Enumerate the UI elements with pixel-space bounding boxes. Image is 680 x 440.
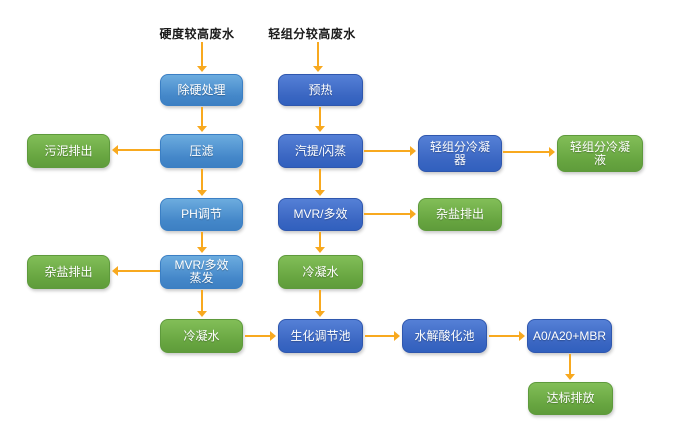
arrow-biotank-to-hydrolysis [365, 331, 400, 341]
node-sludge-discharge: 污泥排出 [27, 134, 110, 168]
label-hard-water-source: 硬度较高废水 [159, 27, 235, 41]
node-salt-discharge-right: 杂盐排出 [418, 198, 502, 231]
arrow-condenser-to-condensateliq [503, 147, 555, 157]
node-filter-press: 压滤 [160, 134, 243, 168]
arrow-source1-to-dehardening [197, 42, 207, 72]
node-standard-discharge: 达标排放 [528, 382, 613, 415]
node-stripping-flash: 汽提/闪蒸 [278, 134, 363, 168]
arrow-stripping-to-condenser [364, 146, 416, 156]
node-condensate-bottom: 冷凝水 [160, 319, 243, 353]
arrow-ph-to-evaporation [197, 232, 207, 253]
arrow-evaporation-to-condensate [197, 290, 207, 317]
arrow-evaporation-to-salt-left [112, 266, 160, 276]
arrow-mvr-to-salt-right [364, 209, 416, 219]
label-light-component-source: 轻组分较高废水 [268, 27, 356, 41]
node-preheat: 预热 [278, 74, 363, 106]
node-ph-adjust: PH调节 [160, 198, 243, 231]
node-mvr-multi-effect: MVR/多效 [278, 198, 363, 231]
node-mvr-evaporation: MVR/多效蒸发 [160, 255, 243, 289]
arrow-filter-to-ph [197, 169, 207, 196]
node-salt-discharge-left: 杂盐排出 [27, 255, 110, 289]
arrow-mvr-to-condensate [315, 232, 325, 253]
arrow-preheat-to-stripping [315, 107, 325, 132]
node-light-condensate: 轻组分冷凝液 [557, 135, 643, 172]
node-condensate-right: 冷凝水 [278, 255, 363, 289]
arrow-source2-to-preheat [313, 42, 323, 72]
arrow-condensate-to-biotank [315, 290, 325, 317]
node-light-condenser: 轻组分冷凝器 [418, 135, 502, 172]
arrow-condensate-to-biotank-h [245, 331, 276, 341]
node-hydrolysis-tank: 水解酸化池 [402, 319, 487, 353]
arrow-aombr-to-discharge [565, 354, 575, 380]
arrow-stripping-to-mvr [315, 169, 325, 196]
arrow-hydrolysis-to-aombr [489, 331, 525, 341]
node-dehardening: 除硬处理 [160, 74, 243, 106]
arrow-filter-to-sludge [112, 145, 160, 155]
node-bio-regulation-tank: 生化调节池 [278, 319, 363, 353]
arrow-dehardening-to-filter [197, 107, 207, 132]
node-ao-mbr: A0/A20+MBR [527, 319, 612, 353]
